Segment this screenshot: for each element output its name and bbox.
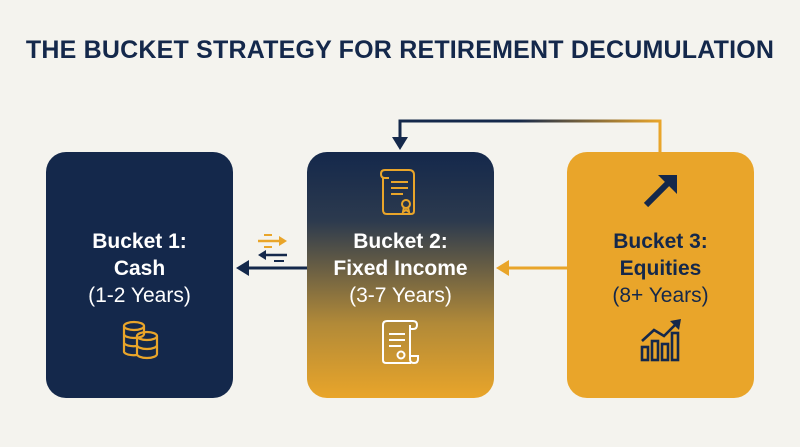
- bucket-equities-horizon: (8+ Years): [612, 284, 709, 307]
- bucket-equities-name: Equities: [619, 257, 702, 280]
- bond-certificate-icon: [379, 169, 415, 215]
- bucket-cash-title: Bucket 1:: [92, 230, 187, 253]
- diagram-title: THE BUCKET STRATEGY FOR RETIREMENT DECUM…: [25, 36, 775, 64]
- coins-icon: [122, 320, 159, 360]
- bucket-cash: Bucket 1: Cash (1-2 Years): [46, 152, 233, 398]
- bucket-cash-horizon: (1-2 Years): [88, 284, 191, 307]
- bucket-cash-label: Bucket 1: Cash (1-2 Years): [46, 228, 233, 309]
- bucket-cash-name: Cash: [113, 257, 166, 280]
- transfer-arrows-icon: [258, 234, 287, 262]
- bucket-fixed-income-label: Bucket 2: Fixed Income (3-7 Years): [307, 228, 494, 309]
- bucket-equities: Bucket 3: Equities (8+ Years): [567, 152, 754, 398]
- bucket-fixed-income: Bucket 2: Fixed Income (3-7 Years): [307, 152, 494, 398]
- arrow-up-right-icon: [643, 175, 677, 208]
- rebalance-loop-arrow: [398, 119, 662, 152]
- bucket-equities-label: Bucket 3: Equities (8+ Years): [567, 228, 754, 309]
- refill-cash-arrowhead: [236, 260, 249, 276]
- bucket-fixed-income-horizon: (3-7 Years): [349, 284, 452, 307]
- rebalance-loop-arrowhead: [392, 137, 408, 150]
- document-icon: [382, 320, 419, 365]
- refill-fixed-income-arrowhead: [496, 260, 509, 276]
- growth-chart-icon: [640, 319, 681, 362]
- bucket-equities-title: Bucket 3:: [613, 230, 708, 253]
- bucket-fixed-income-title: Bucket 2:: [353, 230, 448, 253]
- bucket-fixed-income-name: Fixed Income: [333, 257, 468, 280]
